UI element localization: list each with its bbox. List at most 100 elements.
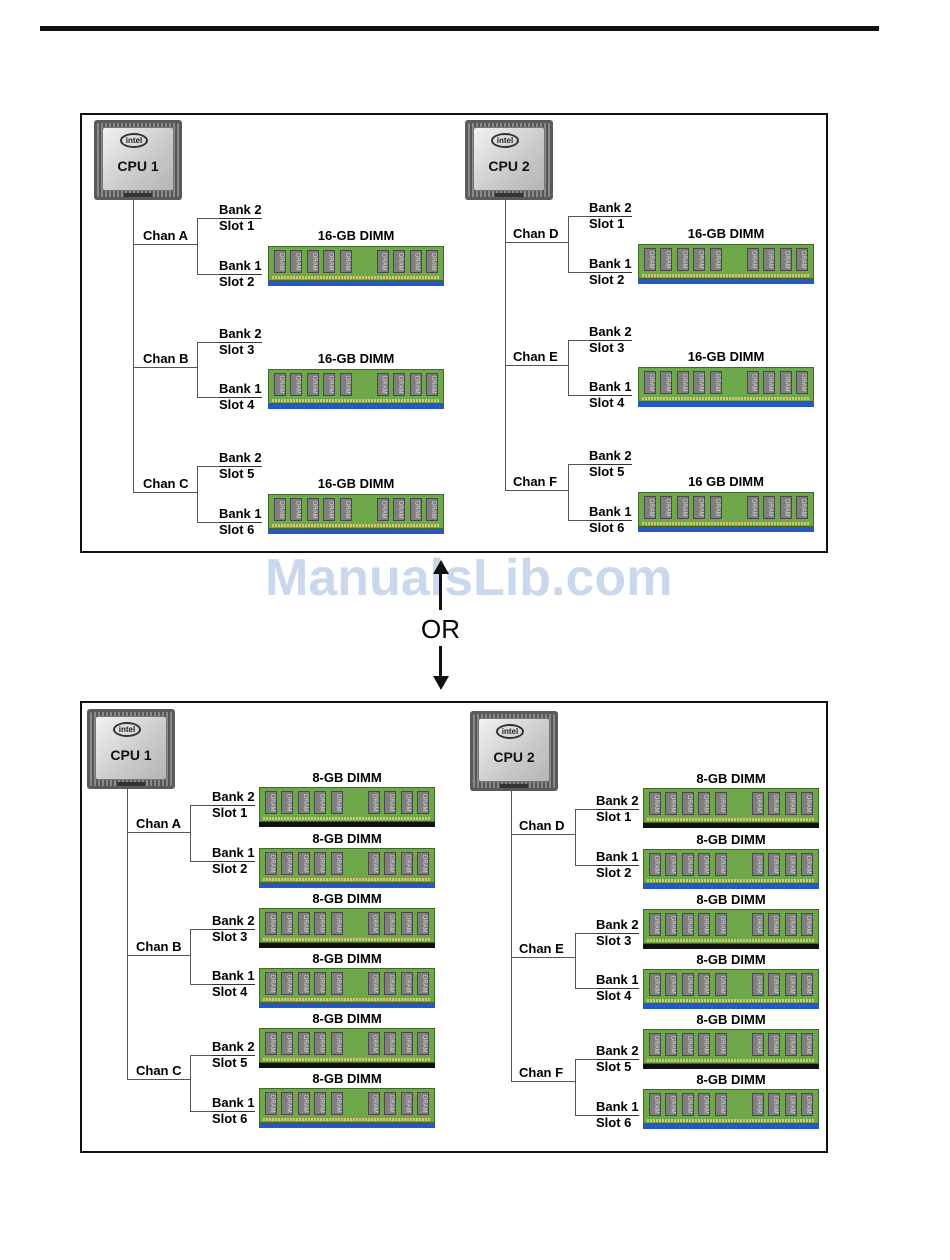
bank-label: Bank 2 [589,324,632,341]
dram-chip: DRAM [376,498,389,521]
dram-chip: DRAM [265,852,277,875]
dimm-contacts [647,1059,815,1062]
cpu-notch [495,193,523,197]
dimm-notch-gap [347,1092,363,1115]
slot-label: Slot 1 [212,805,248,820]
dram-chip: DRAM [665,792,678,815]
dram-chip: DRAM [393,373,406,396]
channel-label: Chan B [136,939,182,954]
dram-chip: DRAM [784,913,797,936]
fork-line [568,464,569,520]
dram-chip: DRAM [693,496,706,519]
slot-label: Slot 4 [589,395,625,410]
bank-label: Bank 2 [219,326,262,343]
dram-chip: DRAM [297,791,310,814]
dimm-notch-gap [347,852,363,875]
channel-label: Chan E [519,941,564,956]
dram-chip: DRAM [698,853,711,876]
channel-line [505,242,568,243]
dimm-slot-rail [268,529,444,534]
dram-chip: DRAM [698,973,711,996]
dimm-contacts [647,818,815,821]
bank-line [575,933,596,934]
dram-chip: DRAM [323,498,336,521]
dram-chip: DRAM [400,1032,413,1055]
dram-chip: DRAM [751,973,764,996]
bank-label: Bank 1 [589,379,632,396]
slot-label: Slot 5 [212,1055,248,1070]
dram-chip: DRAM [265,912,277,935]
dram-chip: DRAM [660,371,673,394]
dimm-slot-rail [259,822,435,827]
dram-chip: DRAM [281,791,294,814]
cpu-notch [117,782,145,786]
channel-line [511,1081,575,1082]
dimm-label: 8-GB DIMM [696,771,766,786]
dimm-slot-rail [643,1064,819,1069]
fork-line [575,933,576,988]
channel-line [133,244,197,245]
dimm-slot-rail [643,1124,819,1129]
fork-line [190,1055,191,1111]
dram-chip: DRAM [409,250,422,273]
dimm-slot-rail [259,943,435,948]
dram-chip: DRAM [763,371,776,394]
slot-label: Slot 3 [212,929,248,944]
dimm-slot-rail [643,823,819,828]
bank-line [575,809,596,810]
dram-chip: DRAM [416,972,429,995]
slot-label: Slot 4 [212,984,248,999]
dimm-contacts [272,276,440,279]
config-panel-16gb [80,113,828,553]
dram-chip: DRAM [795,371,808,394]
dram-chip: DRAM [367,1092,380,1115]
dram-chip: DRAM [714,973,727,996]
slot-label: Slot 6 [589,520,625,535]
bank-line [197,342,219,343]
dram-chip: DRAM [400,972,413,995]
dram-chip: DRAM [330,852,343,875]
dram-chip: DRAM [400,852,413,875]
slot-label: Slot 2 [596,865,632,880]
cpu-name: CPU 2 [488,158,530,174]
dram-chip: DRAM [290,498,303,521]
dram-chip: DRAM [297,972,310,995]
dimm-slot-rail [268,404,444,409]
slot-label: Slot 2 [589,272,625,287]
dimm-label: 16-GB DIMM [317,228,395,243]
dram-chip: DRAM [265,972,277,995]
dimm-slot-rail [638,527,814,532]
dram-chip: DRAM [297,1092,310,1115]
dram-chip: DRAM [339,373,352,396]
cpu-name: CPU 1 [117,158,159,174]
dimm-notch-gap [731,792,747,815]
dram-chip: DRAM [314,1032,327,1055]
dram-chip: DRAM [393,498,406,521]
dram-chip: DRAM [709,496,722,519]
bank-line [568,340,589,341]
channel-label: Chan C [143,476,189,491]
dram-chip: DRAM [681,913,694,936]
dram-chip: DRAM [714,913,727,936]
watermark: ManualsLib.com [265,549,673,607]
bank-label: Bank 1 [219,506,262,523]
dram-chip: DRAM [649,973,661,996]
bank-line [190,1111,212,1112]
dimm-notch-gap [731,1033,747,1056]
